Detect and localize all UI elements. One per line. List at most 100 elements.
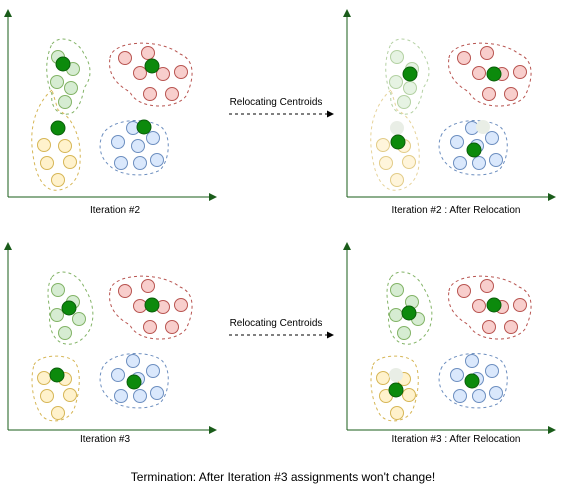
data-point <box>450 135 464 149</box>
data-point <box>457 51 471 65</box>
data-point <box>156 67 170 81</box>
data-point <box>453 156 467 170</box>
red-cluster-boundary <box>448 42 532 107</box>
data-point <box>482 87 496 101</box>
data-point <box>40 389 54 403</box>
data-point <box>114 156 128 170</box>
yellow-cluster-boundary <box>370 355 419 422</box>
blue-cluster-boundary <box>99 353 169 409</box>
centroids <box>390 66 502 158</box>
centroid <box>136 119 152 135</box>
green-cluster-boundary <box>386 271 433 345</box>
centroid <box>464 373 480 389</box>
data-point <box>390 50 404 64</box>
data-point <box>64 81 78 95</box>
data-point <box>513 298 527 312</box>
relocation-arrow-bottom: Relocating Centroids <box>229 318 334 339</box>
centroid <box>144 58 160 74</box>
centroid <box>61 300 77 316</box>
data-point <box>472 66 486 80</box>
data-point <box>143 320 157 334</box>
centroid <box>486 297 502 313</box>
panel-caption: Iteration #3 : After Relocation <box>392 434 521 445</box>
centroid <box>50 120 66 136</box>
centroids <box>49 297 160 390</box>
data-point <box>165 87 179 101</box>
data-point <box>40 156 54 170</box>
data-point <box>485 131 499 145</box>
data-point <box>472 299 486 313</box>
centroid <box>466 142 482 158</box>
arrow-label: Relocating Centroids <box>230 318 323 329</box>
data-point <box>376 371 390 385</box>
yellow-points <box>37 371 77 420</box>
data-point <box>465 354 479 368</box>
axes <box>343 242 556 434</box>
centroid <box>126 374 142 390</box>
data-point <box>389 75 403 89</box>
data-point <box>133 66 147 80</box>
data-point <box>472 156 486 170</box>
green-cluster-boundary <box>47 271 94 345</box>
data-point <box>174 298 188 312</box>
data-point <box>51 406 65 420</box>
blue-cluster-boundary <box>438 353 508 409</box>
data-point <box>480 279 494 293</box>
old-centroid-ghosts <box>390 120 490 135</box>
centroid <box>486 66 502 82</box>
panel-caption: Iteration #2 <box>90 205 140 216</box>
panel-iteration-3-after: Iteration #3 : After Relocation <box>343 242 556 445</box>
old-centroid <box>389 368 403 382</box>
blue-cluster-boundary <box>438 120 508 176</box>
panel-caption: Iteration #3 <box>80 434 130 445</box>
centroid <box>402 66 418 82</box>
data-point <box>58 139 72 153</box>
data-point <box>141 279 155 293</box>
data-point <box>118 51 132 65</box>
data-point <box>141 46 155 60</box>
data-point <box>72 312 86 326</box>
data-point <box>482 320 496 334</box>
data-point <box>504 87 518 101</box>
data-point <box>485 364 499 378</box>
data-point <box>143 87 157 101</box>
panel-iteration-3: Iteration #3 <box>4 242 217 445</box>
data-point <box>63 155 77 169</box>
panel-iteration-2: Iteration #2 <box>4 9 217 216</box>
data-point <box>453 389 467 403</box>
data-point <box>376 138 390 152</box>
yellow-points <box>376 371 416 420</box>
red-points <box>118 279 188 334</box>
data-point <box>51 283 65 297</box>
relocation-arrow-top: Relocating Centroids <box>229 97 334 118</box>
data-point <box>397 95 411 109</box>
data-point <box>37 371 51 385</box>
green-points <box>50 283 86 340</box>
data-point <box>457 284 471 298</box>
data-point <box>58 326 72 340</box>
yellow-cluster-boundary <box>31 89 81 191</box>
data-point <box>480 46 494 60</box>
data-point <box>402 388 416 402</box>
axes <box>4 9 217 201</box>
yellow-points <box>37 138 77 187</box>
data-point <box>397 326 411 340</box>
termination-note: Termination: After Iteration #3 assignme… <box>131 470 435 484</box>
data-point <box>146 131 160 145</box>
axes <box>4 242 217 434</box>
data-point <box>118 284 132 298</box>
yellow-cluster-boundary <box>370 89 420 191</box>
centroid <box>390 134 406 150</box>
data-point <box>165 320 179 334</box>
data-point <box>133 389 147 403</box>
red-cluster-boundary <box>109 275 193 340</box>
green-points <box>389 50 419 109</box>
data-point <box>150 386 164 400</box>
data-point <box>146 364 160 378</box>
data-point <box>58 95 72 109</box>
axes <box>343 9 556 201</box>
arrow-label: Relocating Centroids <box>230 97 323 108</box>
panel-iteration-2-after: Iteration #2 : After Relocation <box>343 9 556 216</box>
data-point <box>174 65 188 79</box>
